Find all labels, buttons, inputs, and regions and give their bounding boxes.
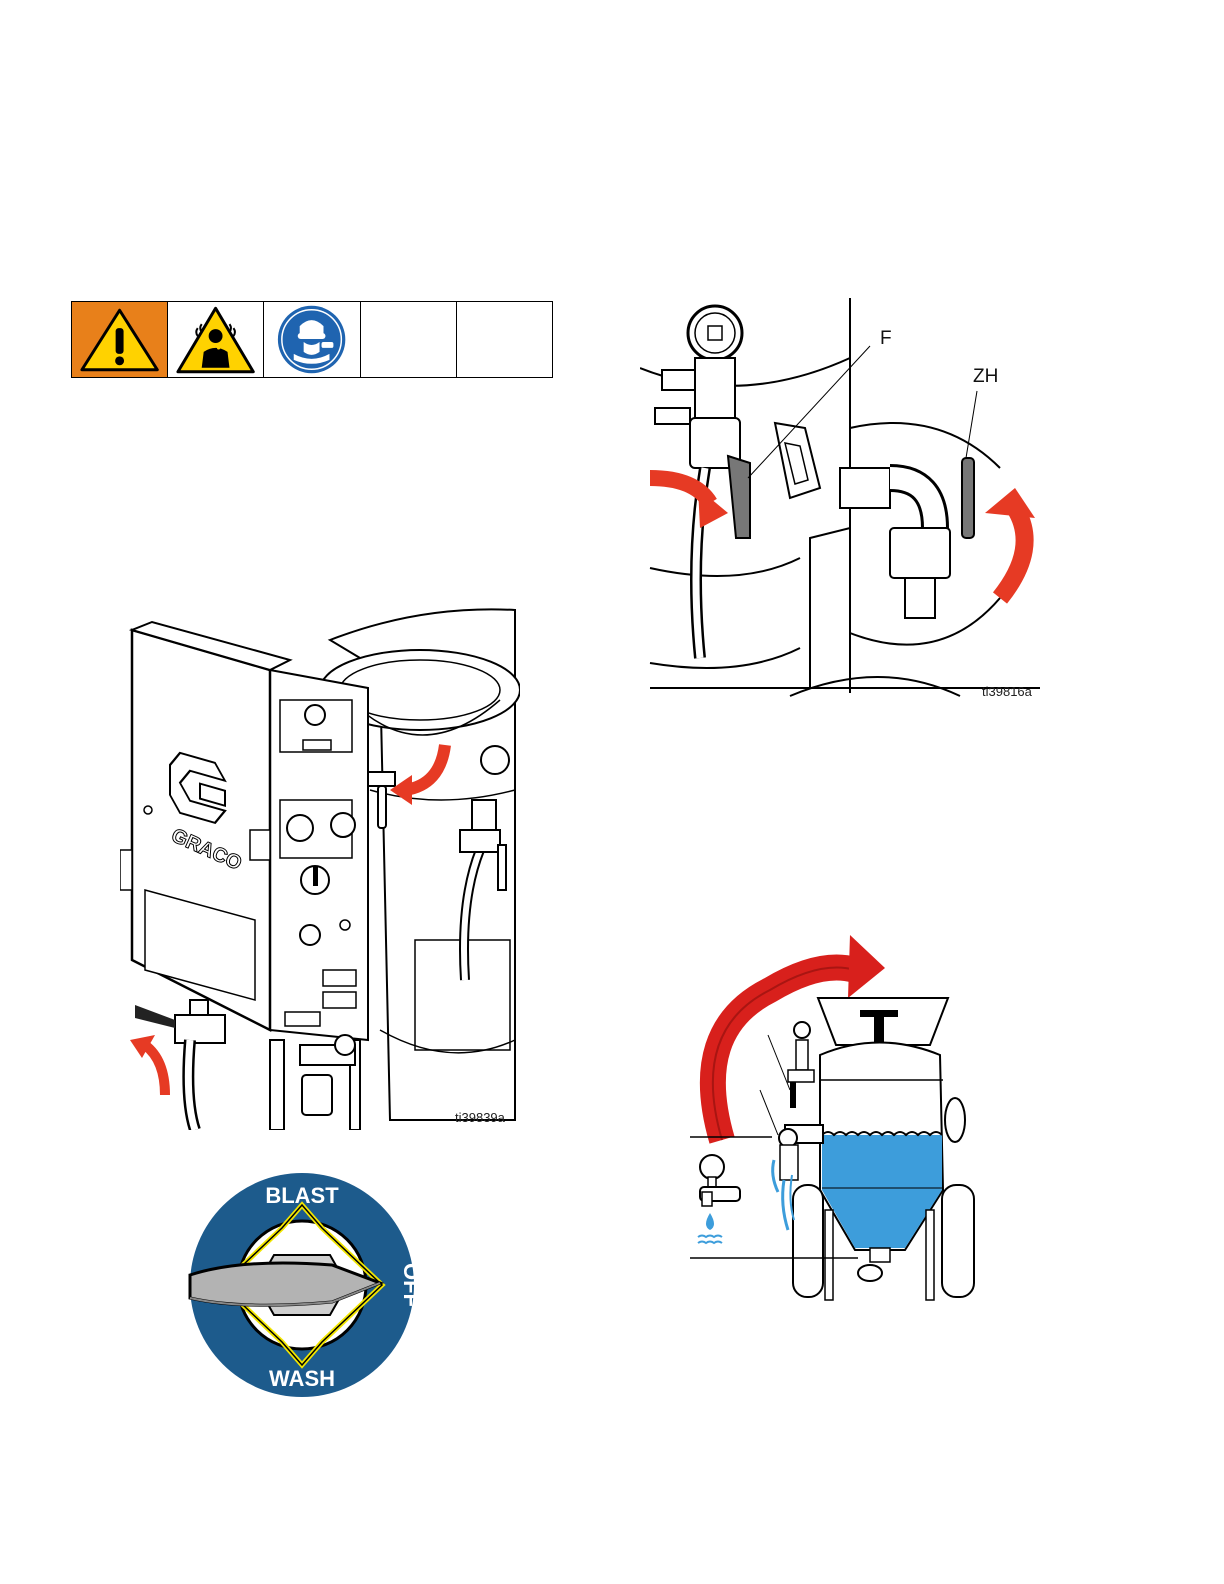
water-fill-figure <box>690 930 990 1305</box>
general-warning-icon <box>72 302 168 377</box>
blast-off-wash-selector: BLAST WASH OFF <box>182 1170 422 1400</box>
callout-f: F <box>880 328 892 350</box>
valve-positions-figure: F ZH ti39816a <box>640 298 1040 700</box>
knob-label-blast: BLAST <box>265 1183 339 1208</box>
callout-zh: ZH <box>973 366 998 388</box>
toxic-fumes-warning-icon <box>168 302 264 377</box>
warning-strip-empty-cell <box>457 302 552 377</box>
wear-protective-equipment-icon <box>264 302 360 377</box>
warning-symbol-strip <box>71 301 553 378</box>
knob-label-off: OFF <box>399 1263 422 1307</box>
blast-system-figure: GRACO ti39839a <box>120 600 520 1130</box>
figure-image-id: ti39816a <box>982 684 1032 699</box>
knob-label-wash: WASH <box>269 1366 335 1391</box>
figure-image-id: ti39839a <box>455 1110 505 1125</box>
warning-strip-empty-cell <box>361 302 457 377</box>
